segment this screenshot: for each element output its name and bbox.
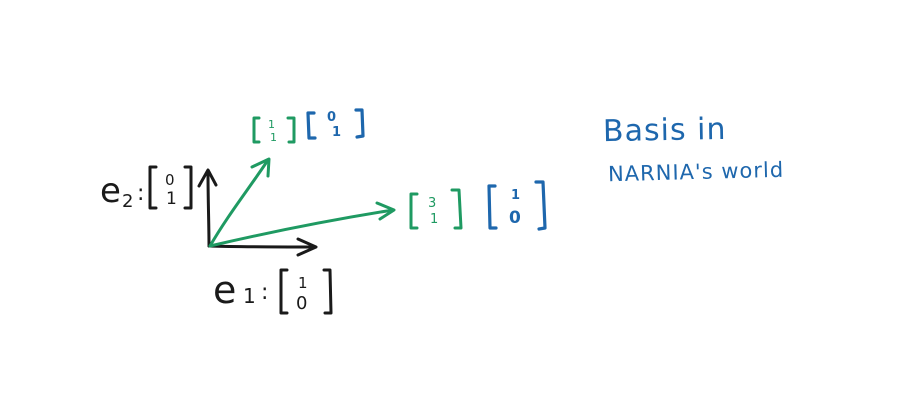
v1-green-entry-bottom: 1 [270,131,277,144]
v2-blue-bracket-right [534,180,547,231]
v1-arrow-shaft [208,158,270,248]
e1-colon: : [261,280,268,305]
v2-arrow-shaft [208,208,395,248]
v2-label: 3 1 1 0 [409,180,547,231]
standard-basis-axes [197,168,318,257]
v2-green-bracket-left [409,192,419,230]
e1-label: e 1 : 1 0 [213,268,333,315]
caption-title: Basis in [602,111,727,150]
e2-label: e 2 : 0 1 [100,165,193,212]
caption-subtitle: NARNIA's world [607,157,785,187]
v1-blue-entry-bottom: 1 [332,125,341,140]
e1-arrow-head [296,237,318,257]
e2-subscript: 2 [122,191,133,212]
v1-green-bracket-left [252,116,261,144]
e1-arrow-shaft [207,244,316,249]
e1-entry-top: 1 [298,274,308,292]
e2-arrow-head [197,168,218,188]
v1-green-entry-top: 1 [268,118,275,131]
v2-blue-entry-bottom: 0 [509,208,521,228]
e1-bracket-left [279,268,289,315]
v1-label: 1 1 0 1 [252,108,365,144]
e2-bracket-right [183,165,193,210]
v1-blue-entry-top: 0 [327,110,336,125]
v1-green-bracket-right [286,116,296,144]
e1-bracket-right [322,268,333,315]
e2-name: e [100,171,121,211]
v2-green-entry-bottom: 1 [430,212,438,227]
e2-entry-top: 0 [165,171,175,189]
e1-entry-bottom: 0 [296,293,307,314]
e2-arrow-shaft [206,170,211,248]
v2-blue-bracket-left [487,184,498,230]
e2-entry-bottom: 1 [166,189,177,209]
v2-green-entry-top: 3 [428,196,436,211]
e2-bracket-left [148,165,158,210]
e2-colon: : [137,181,144,206]
v2-blue-entry-top: 1 [511,188,520,203]
e1-subscript: 1 [243,284,256,308]
v1-blue-bracket-right [354,108,365,139]
v1-arrow-head [250,157,271,178]
e1-name: e [213,268,236,312]
v2-green-bracket-right [450,188,463,230]
v2-arrow-head [375,201,396,221]
narnia-basis-vectors [208,157,396,248]
v1-blue-bracket-left [306,111,317,140]
